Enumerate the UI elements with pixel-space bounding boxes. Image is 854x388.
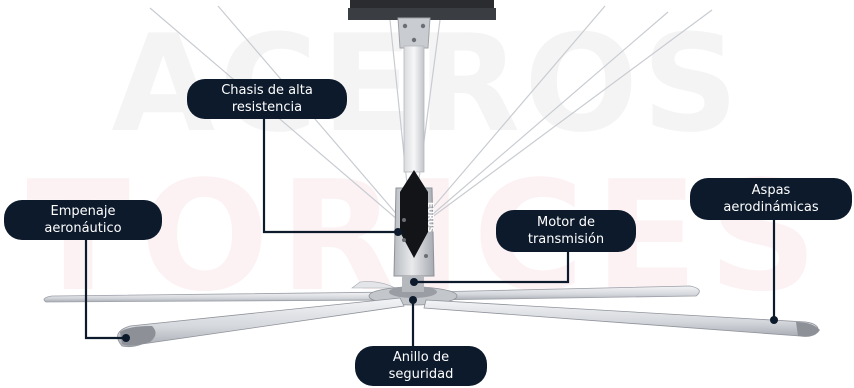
- brand-label: EURUS: [426, 202, 435, 233]
- front-blades: [117, 297, 820, 348]
- motor-housing: EURUS: [393, 170, 435, 277]
- leader-lines: [84, 118, 776, 348]
- down-rod: [403, 45, 425, 173]
- leader-dots: [122, 228, 778, 342]
- leader-chasis: [262, 118, 398, 234]
- ceiling-mount: [348, 0, 496, 49]
- leader-motor: [414, 250, 570, 284]
- back-blades: [43, 281, 700, 303]
- leader-empenaje: [84, 238, 126, 340]
